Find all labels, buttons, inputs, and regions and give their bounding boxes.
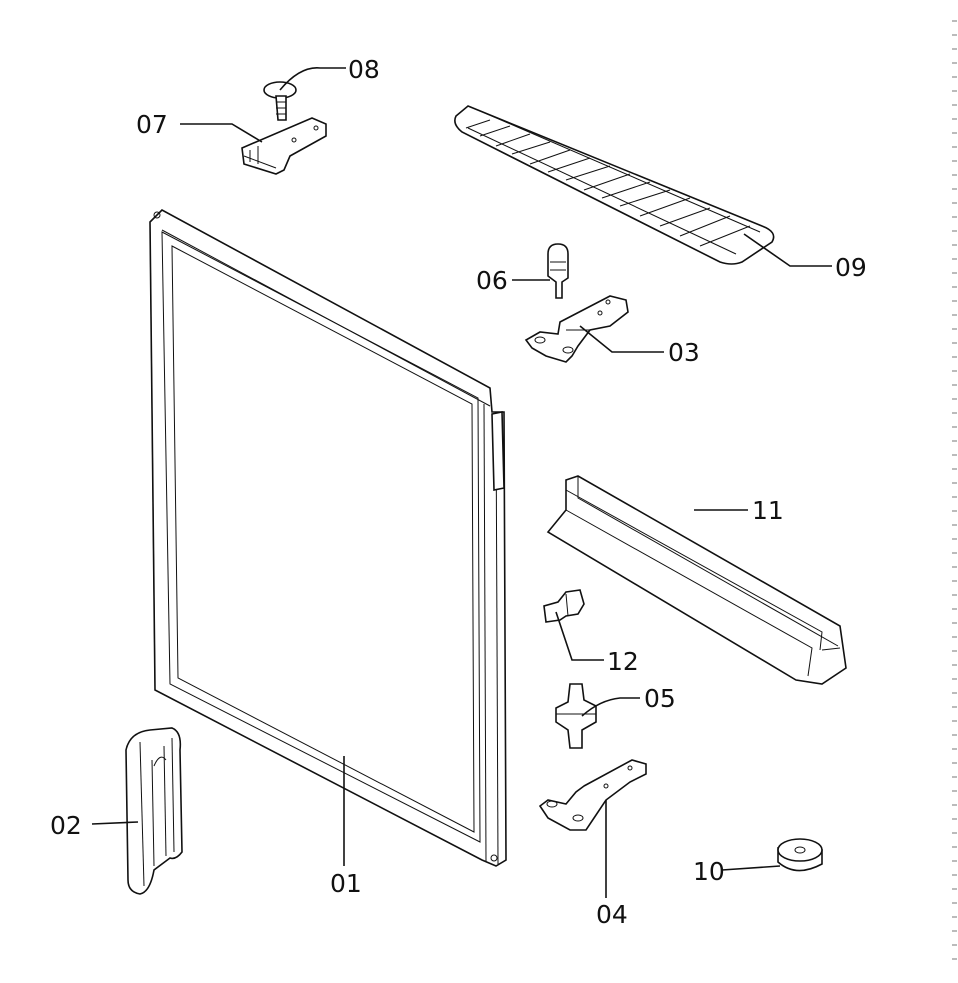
part-lower-hinge (538, 759, 647, 831)
label-09: 09 (835, 253, 867, 282)
label-02: 02 (50, 811, 82, 840)
part-door-panel (149, 209, 507, 867)
part-hinge-pin (555, 683, 597, 749)
part-hinge-bushing (547, 243, 569, 299)
label-01: 01 (330, 869, 362, 898)
part-adjustable-foot (777, 838, 823, 872)
label-08: 08 (348, 55, 380, 84)
label-11: 11 (752, 496, 784, 525)
label-07: 07 (136, 110, 168, 139)
label-10: 10 (693, 857, 725, 886)
part-wire-shelf (454, 105, 775, 265)
part-screw (263, 81, 297, 121)
scan-edge-marks (952, 20, 957, 970)
label-06: 06 (476, 266, 508, 295)
label-04: 04 (596, 900, 628, 929)
label-03: 03 (668, 338, 700, 367)
part-door-handle (125, 727, 183, 895)
label-05: 05 (644, 684, 676, 713)
part-door-stop-bracket (241, 117, 327, 175)
label-12: 12 (607, 647, 639, 676)
leader-lines (91, 67, 832, 898)
part-bottom-grille (546, 475, 847, 685)
part-clip (543, 589, 585, 623)
